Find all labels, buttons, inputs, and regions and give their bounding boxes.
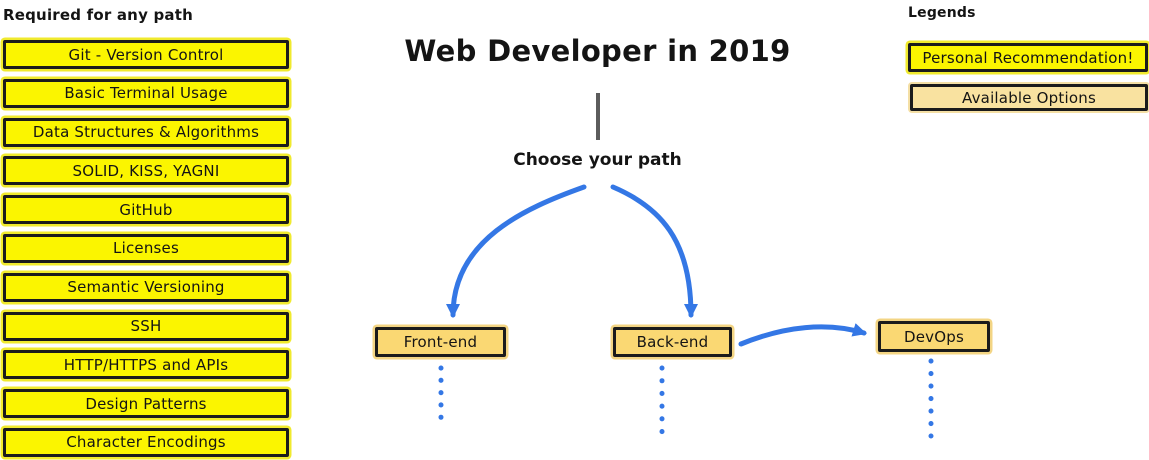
path-node-backend: Back-end: [613, 327, 732, 357]
arrow-to-backend: [610, 184, 698, 318]
required-item-ssh: SSH: [3, 311, 289, 341]
required-item-http: HTTP/HTTPS and APIs: [3, 350, 289, 380]
required-item-solid: SOLID, KISS, YAGNI: [3, 156, 289, 186]
required-item-semver: Semantic Versioning: [3, 272, 289, 302]
legend-header: Legends: [908, 5, 976, 21]
legend-personal-recommendation: Personal Recommendation!: [908, 43, 1148, 72]
required-item-design-patterns: Design Patterns: [3, 389, 289, 419]
required-list: Git - Version Control Basic Terminal Usa…: [3, 40, 289, 457]
page-title: Web Developer in 2019: [404, 34, 791, 68]
arrow-backend-to-devops: [738, 323, 867, 347]
required-item-char-encodings: Character Encodings: [3, 427, 289, 457]
required-item-data-structures: Data Structures & Algorithms: [3, 117, 289, 147]
path-node-devops: DevOps: [878, 321, 990, 352]
choose-your-path-label: Choose your path: [513, 150, 682, 170]
required-item-licenses: Licenses: [3, 233, 289, 263]
required-item-github: GitHub: [3, 195, 289, 225]
required-item-terminal: Basic Terminal Usage: [3, 78, 289, 108]
legend-available-options: Available Options: [910, 84, 1148, 111]
required-item-git: Git - Version Control: [3, 40, 289, 69]
required-section-header: Required for any path: [3, 6, 193, 24]
arrow-to-frontend: [446, 184, 587, 318]
path-node-frontend: Front-end: [375, 327, 506, 357]
